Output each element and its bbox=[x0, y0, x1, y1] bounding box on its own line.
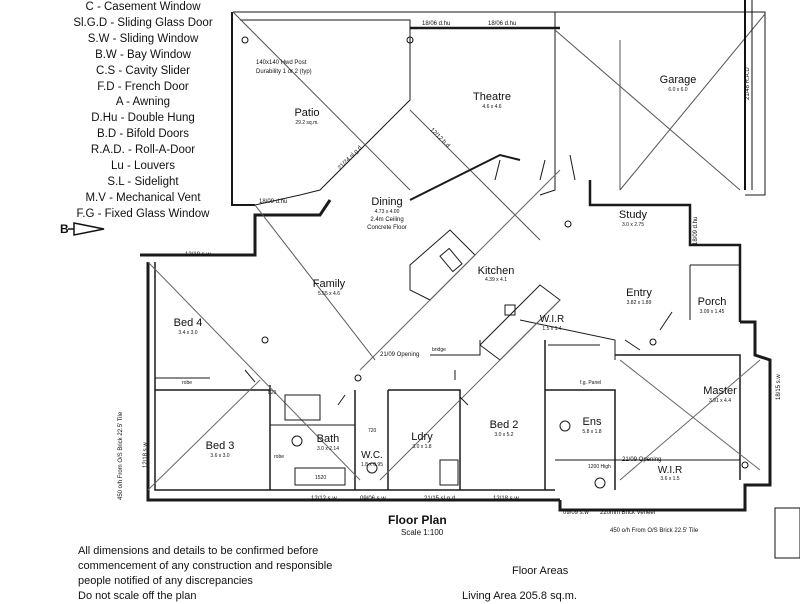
room-wc-name: W.C. bbox=[361, 450, 383, 461]
room-garage-dims: 6.0 x 6.0 bbox=[668, 87, 687, 93]
opening-label: 21/09 Opening bbox=[622, 457, 661, 463]
floor-areas-living: Living Area 205.8 sq.m. bbox=[462, 590, 577, 602]
room-porch-name: Porch bbox=[698, 296, 727, 308]
room-wir2-dims: 3.6 x 1.5 bbox=[660, 476, 679, 482]
room-bed2-dims: 3.0 x 5.2 bbox=[494, 432, 513, 438]
room-wir1-name: W.I.R bbox=[540, 314, 564, 325]
window-label-master: 18/15 s.w bbox=[776, 374, 782, 400]
legend-item: D.Hu - Double Hung bbox=[91, 112, 195, 125]
window-label-bed3: 12/18 s.w bbox=[143, 442, 149, 468]
room-ens-dims: 5.8 x 1.8 bbox=[582, 429, 601, 435]
room-kitchen-name: Kitchen bbox=[478, 265, 515, 277]
window-label: 09/09 s.w bbox=[563, 510, 589, 516]
room-dining-dims: 4.73 x 4.00 bbox=[375, 209, 400, 215]
room-study-dims: 3.0 x 2.75 bbox=[622, 222, 644, 228]
robe-label: robe bbox=[182, 380, 192, 386]
door-label: 21/15 sl.g.d bbox=[424, 496, 455, 502]
legend-item: F.D - French Door bbox=[97, 80, 189, 93]
room-ldry-dims: 3.0 x 1.8 bbox=[412, 444, 431, 450]
room-family-dims: 5.55 x 4.6 bbox=[318, 291, 340, 297]
room-bath-name: Bath bbox=[317, 433, 340, 445]
legend-item: S.W - Sliding Window bbox=[87, 32, 199, 45]
legend-item: C - Casement Window bbox=[85, 1, 201, 13]
opening-label: 21/09 Opening bbox=[380, 352, 419, 358]
room-wir2-name: W.I.R bbox=[658, 465, 682, 476]
garage-door-label: 21/48 R.A.D bbox=[745, 67, 751, 100]
door-label-dining: 21/24 sl.g.d bbox=[337, 145, 363, 171]
note-line: commencement of any construction and res… bbox=[78, 560, 333, 572]
plan-title: Floor Plan bbox=[388, 513, 447, 527]
overhang-label-left: 450 o/h From O/S Brick 22.5' Tile bbox=[118, 411, 124, 500]
section-arrow-icon bbox=[73, 222, 105, 236]
window-label: 18/06 d.hu bbox=[422, 21, 450, 27]
room-bath-dims: 3.0 x 2.14 bbox=[317, 446, 339, 452]
note-line: Do not scale off the plan bbox=[78, 590, 197, 602]
room-study-name: Study bbox=[619, 209, 648, 221]
room-theatre-name: Theatre bbox=[473, 91, 511, 103]
room-dining-ceiling: 2.4m Ceiling bbox=[370, 217, 403, 223]
abbreviation-legend: C - Casement Window Sl.G.D - Sliding Gla… bbox=[58, 0, 228, 223]
brick-veneer-label: 220mm Brick Veneer bbox=[600, 510, 656, 516]
legend-item: F.G - Fixed Glass Window bbox=[76, 207, 210, 220]
room-entry-dims: 3.82 x 1.89 bbox=[627, 300, 652, 306]
room-dining-floor: Concrete Floor bbox=[367, 225, 407, 231]
notes-block: All dimensions and details to be confirm… bbox=[78, 544, 332, 604]
room-wir1-dims: 1.5 x 1.4 bbox=[542, 326, 561, 332]
room-family-name: Family bbox=[313, 278, 346, 290]
room-ldry-name: Ldry bbox=[411, 431, 433, 443]
plan-scale: Scale 1:100 bbox=[401, 528, 444, 537]
bridge-label: bridge bbox=[432, 347, 446, 353]
window-label: 12/12 s.w bbox=[311, 496, 337, 502]
room-bed3-name: Bed 3 bbox=[206, 440, 235, 452]
bench-label: 1200 High bbox=[588, 464, 611, 470]
room-bed4-dims: 3.4 x 3.0 bbox=[178, 330, 197, 336]
legend-item: S.L - Sidelight bbox=[107, 175, 179, 188]
room-patio-dims: 29.2 sq.m. bbox=[295, 120, 318, 126]
door-size-label: 820 bbox=[268, 390, 277, 396]
legend-item: C.S - Cavity Slider bbox=[96, 64, 190, 77]
legend-item: A - Awning bbox=[115, 96, 171, 109]
room-entry-name: Entry bbox=[626, 287, 652, 299]
door-size-label: 720 bbox=[368, 428, 377, 434]
room-bed4-name: Bed 4 bbox=[174, 317, 203, 329]
robe-label: robe bbox=[274, 454, 284, 460]
legend-item: M.V - Mechanical Vent bbox=[85, 191, 201, 204]
room-theatre-dims: 4.6 x 4.6 bbox=[482, 104, 501, 110]
bath-length-label: 1520 bbox=[315, 475, 326, 481]
room-ens-name: Ens bbox=[583, 416, 602, 428]
section-marker: B bbox=[60, 222, 69, 236]
room-patio-name: Patio bbox=[294, 107, 319, 119]
window-label-study: 18/09 d.hu bbox=[693, 217, 699, 245]
post-note-2: Durability 1 or 2 (typ) bbox=[256, 69, 312, 75]
legend-item: B.D - Bifold Doors bbox=[96, 128, 190, 141]
fg-panel-label: f.g. Panel bbox=[580, 380, 601, 386]
window-label: 18/06 d.hu bbox=[488, 21, 516, 27]
overhang-label: 450 o/h From O/S Brick 22.5' Tile bbox=[610, 528, 699, 534]
window-label: 09/06 s.w bbox=[360, 496, 386, 502]
window-label: 18/09 d.hu bbox=[259, 199, 287, 205]
room-bed3-dims: 3.6 x 3.0 bbox=[210, 453, 229, 459]
legend-item: Lu - Louvers bbox=[111, 160, 175, 173]
room-porch-dims: 3.09 x 1.45 bbox=[700, 309, 725, 315]
door-label-theatre: 12/12 b.d bbox=[429, 127, 451, 149]
window-label: 12/18 s.w bbox=[185, 252, 211, 258]
room-master-name: Master bbox=[703, 385, 737, 397]
legend-item: R.A.D. - Roll-A-Door bbox=[90, 144, 196, 157]
floor-areas-title: Floor Areas bbox=[512, 565, 569, 577]
room-bed2-name: Bed 2 bbox=[490, 419, 519, 431]
room-master-dims: 3.91 x 4.4 bbox=[709, 398, 731, 404]
post-note: 140x140 Hwd Post bbox=[256, 60, 307, 66]
room-kitchen-dims: 4.39 x 4.1 bbox=[485, 277, 507, 283]
legend-item: B.W - Bay Window bbox=[95, 48, 191, 61]
window-label: 12/18 s.w bbox=[493, 496, 519, 502]
room-wc-dims: 1.8 x 0.95 bbox=[361, 462, 383, 468]
room-dining-name: Dining bbox=[371, 196, 402, 208]
room-garage-name: Garage bbox=[660, 74, 697, 86]
note-line: people notified of any discrepancies bbox=[78, 575, 253, 587]
legend-item: Sl.G.D - Sliding Glass Door bbox=[73, 16, 213, 29]
note-line: All dimensions and details to be confirm… bbox=[78, 545, 319, 557]
